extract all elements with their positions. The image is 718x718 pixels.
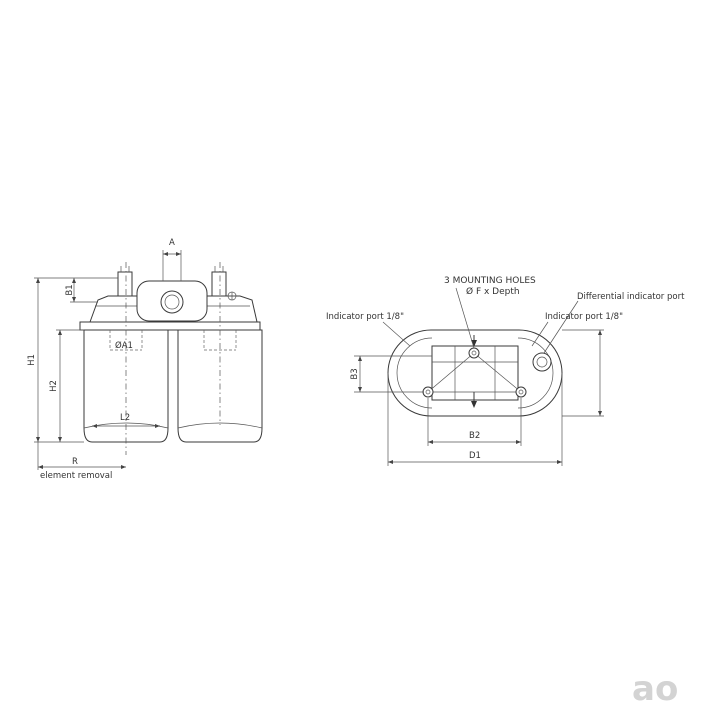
top-view: B3 B2 D1 3 MOUNTING HOLES Ø F x Depth Di… bbox=[326, 276, 685, 466]
dim-label-a: A bbox=[169, 238, 175, 248]
brand-logo: ao bbox=[632, 669, 678, 709]
indicator-port-right-label: Indicator port 1/8" bbox=[545, 312, 623, 322]
dim-label-h2: H2 bbox=[49, 380, 59, 392]
dim-label-h1: H1 bbox=[27, 354, 37, 366]
side-view: A ØA1 L2 B1 bbox=[27, 238, 263, 481]
dim-label-a1: ØA1 bbox=[115, 340, 133, 351]
differential-indicator-port-label: Differential indicator port bbox=[577, 292, 685, 302]
dim-label-l2: L2 bbox=[120, 413, 130, 423]
element-removal-label: element removal bbox=[40, 471, 112, 481]
f-depth-label: Ø F x Depth bbox=[466, 286, 520, 297]
dim-label-r: R bbox=[72, 457, 78, 467]
indicator-port-left-label: Indicator port 1/8" bbox=[326, 312, 404, 322]
dim-label-b2: B2 bbox=[469, 431, 480, 441]
dim-label-b3: B3 bbox=[350, 368, 360, 379]
dim-label-d1: D1 bbox=[469, 451, 481, 461]
dim-label-b1: B1 bbox=[65, 284, 75, 295]
mounting-holes-label: 3 MOUNTING HOLES bbox=[444, 276, 536, 286]
